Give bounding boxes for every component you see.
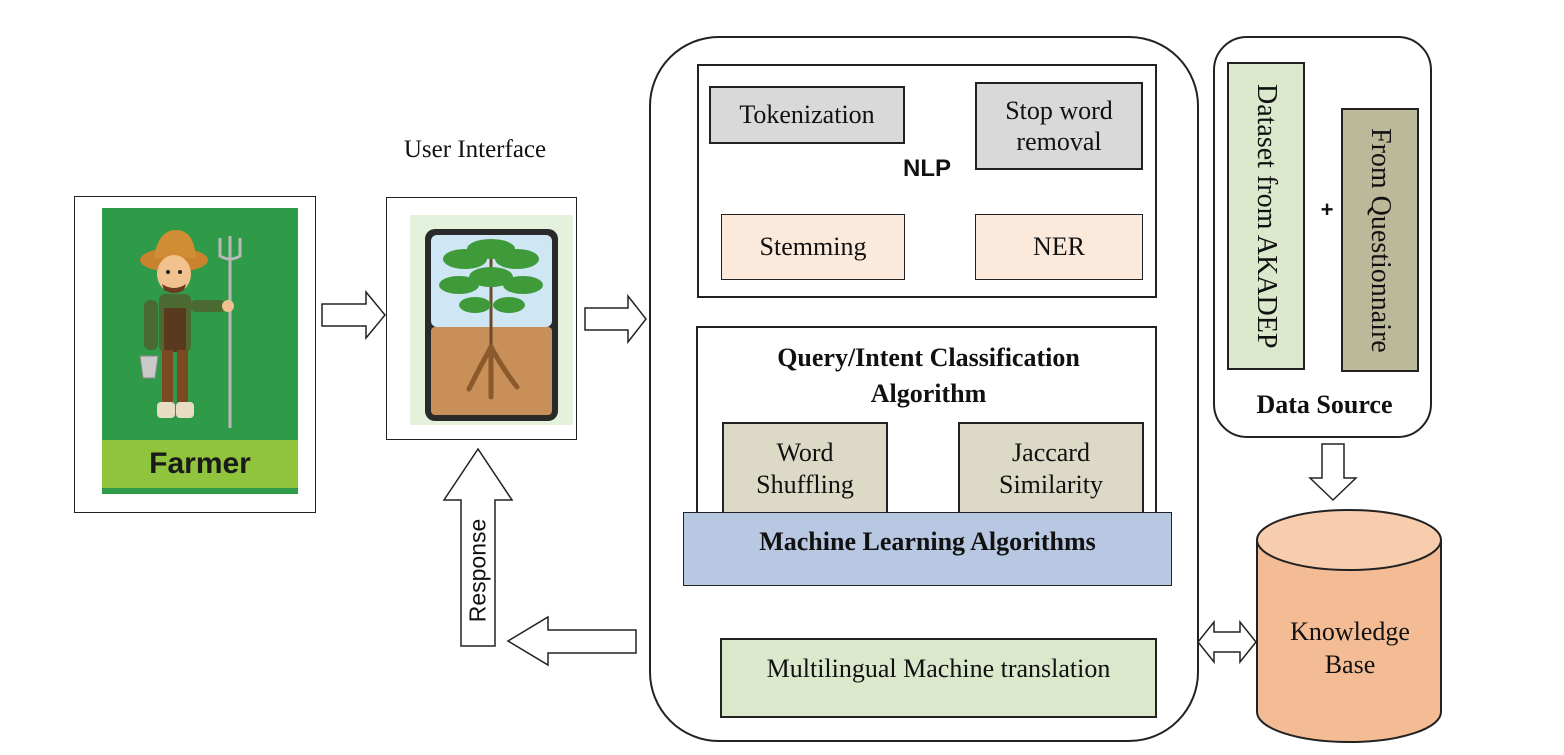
farmer-label-text: Farmer	[149, 447, 251, 480]
classification-title-line1: Query/Intent Classification	[777, 343, 1080, 372]
tokenization-text: Tokenization	[739, 100, 875, 129]
stop-word-line1: Stop word	[1005, 96, 1113, 125]
farmer-icon	[139, 230, 242, 428]
stop-word-line2: removal	[1016, 127, 1102, 156]
farmer-card: Farmer	[74, 196, 316, 513]
classification-title-line2: Algorithm	[870, 379, 987, 408]
nlp-title-text: NLP	[903, 155, 951, 182]
arrow-processing-kb-bidirectional	[1197, 619, 1257, 665]
multilingual-translation-text: Multilingual Machine translation	[766, 654, 1111, 683]
data-source-container: Dataset from AKADEP + From Questionnaire…	[1213, 36, 1432, 438]
user-interface-frame	[386, 197, 577, 440]
arrow-farmer-to-ui	[321, 289, 386, 341]
word-shuffling-line1: Word	[776, 438, 834, 467]
knowledge-base-label: Knowledge Base	[1258, 610, 1442, 686]
phone-screen	[410, 215, 573, 425]
tokenization-box: Tokenization	[709, 86, 905, 144]
jaccard-line1: Jaccard	[1012, 438, 1090, 467]
user-interface-caption: User Interface	[380, 134, 570, 166]
processing-engine-container	[649, 36, 1199, 742]
classification-panel: Query/Intent Classification Algorithm Wo…	[696, 326, 1157, 518]
multilingual-translation-box: Multilingual Machine translation	[720, 638, 1157, 718]
arrow-translation-to-response	[506, 615, 637, 667]
nlp-title: NLP	[895, 154, 959, 184]
plus-sign: +	[1311, 194, 1343, 226]
cassava-plant-icon	[431, 235, 552, 415]
plus-sign-text: +	[1320, 197, 1334, 222]
akadep-dataset-box: Dataset from AKADEP	[1227, 62, 1305, 370]
stemming-box: Stemming	[721, 214, 905, 280]
arrow-ui-to-processing	[584, 293, 647, 345]
jaccard-line2: Similarity	[999, 470, 1103, 499]
machine-learning-text: Machine Learning Algorithms	[759, 527, 1096, 556]
word-shuffling-box: Word Shuffling	[722, 422, 888, 516]
classification-title: Query/Intent Classification Algorithm	[698, 338, 1159, 414]
data-source-title: Data Source	[1215, 388, 1434, 422]
user-interface-caption-text: User Interface	[403, 136, 547, 163]
arrow-datasource-to-kb	[1308, 443, 1358, 502]
stemming-text: Stemming	[759, 232, 867, 261]
farmer-label: Farmer	[102, 440, 298, 488]
knowledge-base-cylinder	[1256, 509, 1442, 743]
stop-word-removal-box: Stop word removal	[975, 82, 1143, 170]
farmer-illustration: Farmer	[102, 208, 298, 494]
response-label: Response	[461, 500, 495, 640]
knowledge-base-line2: Base	[1324, 650, 1376, 679]
knowledge-base-line1: Knowledge	[1290, 617, 1410, 646]
questionnaire-box: From Questionnaire	[1341, 108, 1419, 372]
data-source-title-text: Data Source	[1256, 390, 1393, 419]
machine-learning-box: Machine Learning Algorithms	[683, 512, 1172, 586]
akadep-dataset-text: Dataset from AKADEP	[1251, 83, 1282, 349]
word-shuffling-line2: Shuffling	[756, 470, 854, 499]
questionnaire-text: From Questionnaire	[1365, 127, 1396, 353]
ner-box: NER	[975, 214, 1143, 280]
arrow-response-up	[442, 447, 514, 647]
response-label-text: Response	[464, 518, 491, 622]
nlp-panel: Tokenization Stop word removal NLP Stemm…	[697, 64, 1157, 298]
phone-device	[425, 229, 558, 421]
jaccard-similarity-box: Jaccard Similarity	[958, 422, 1144, 516]
ner-text: NER	[1033, 232, 1085, 261]
